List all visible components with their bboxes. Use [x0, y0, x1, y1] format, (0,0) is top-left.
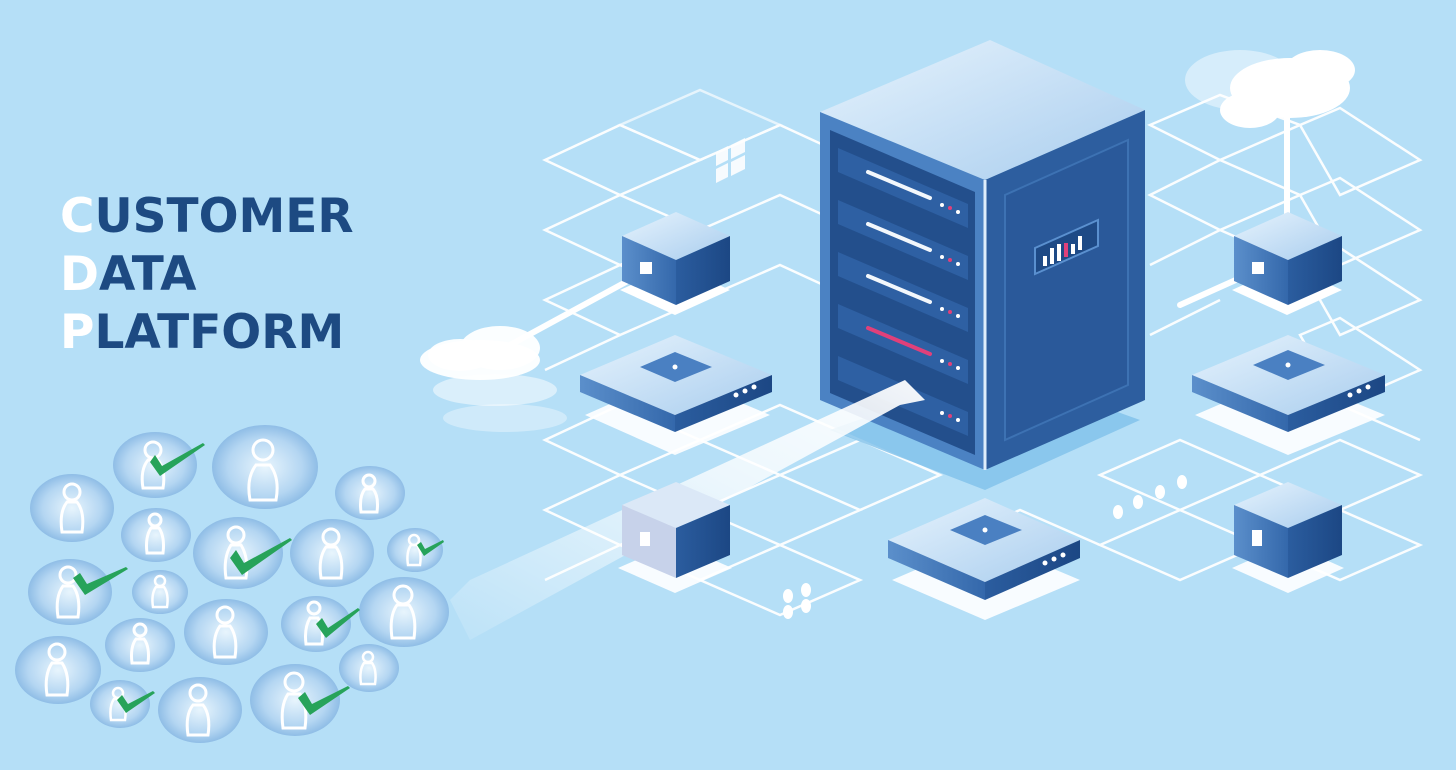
customer-bubble: [339, 644, 399, 692]
cloud-icon-left: [420, 326, 567, 432]
cloud-icon-right: [1185, 50, 1355, 128]
verified-check-icons: [73, 443, 444, 715]
customer-bubble: [121, 508, 191, 562]
device-router-left: [580, 335, 772, 455]
device-router-center: [888, 498, 1080, 620]
title-line-customer: CUSTOMER: [60, 189, 354, 244]
customer-bubble: [105, 618, 175, 672]
customer-bubble: [158, 677, 242, 743]
check-icon: [117, 691, 155, 713]
device-cube-top-left: [620, 212, 730, 315]
device-cube-top-right: [1232, 212, 1342, 315]
check-icon: [316, 608, 360, 638]
title-line-platform: PLATFORM: [60, 305, 345, 360]
windows-logo-icon: [716, 138, 745, 183]
customer-bubble: [290, 519, 374, 587]
customer-bubble: [15, 636, 101, 704]
signal-chart-icon: [1034, 218, 1099, 276]
server-rack: [820, 40, 1145, 470]
customer-bubble: [335, 466, 405, 520]
page-title: CUSTOMER DATA PLATFORM: [60, 188, 354, 362]
check-icon: [417, 540, 444, 556]
customer-bubble: [28, 559, 112, 625]
device-cube-bottom-left: [618, 482, 732, 593]
customer-bubbles: [15, 425, 449, 743]
customer-bubble: [359, 577, 449, 647]
check-icon: [150, 443, 205, 476]
title-line-data: DATA: [60, 247, 197, 302]
check-icon: [298, 686, 350, 715]
customer-bubble: [250, 664, 340, 736]
customer-bubble: [132, 570, 188, 614]
data-dots: [783, 475, 1187, 619]
device-router-right: [1192, 335, 1385, 455]
device-cube-bottom-right: [1232, 482, 1344, 593]
customer-bubble: [387, 528, 443, 572]
customer-bubble: [212, 425, 318, 509]
customer-bubble: [30, 474, 114, 542]
check-icon: [230, 538, 292, 575]
customer-bubble: [184, 599, 268, 665]
check-icon: [73, 567, 128, 595]
